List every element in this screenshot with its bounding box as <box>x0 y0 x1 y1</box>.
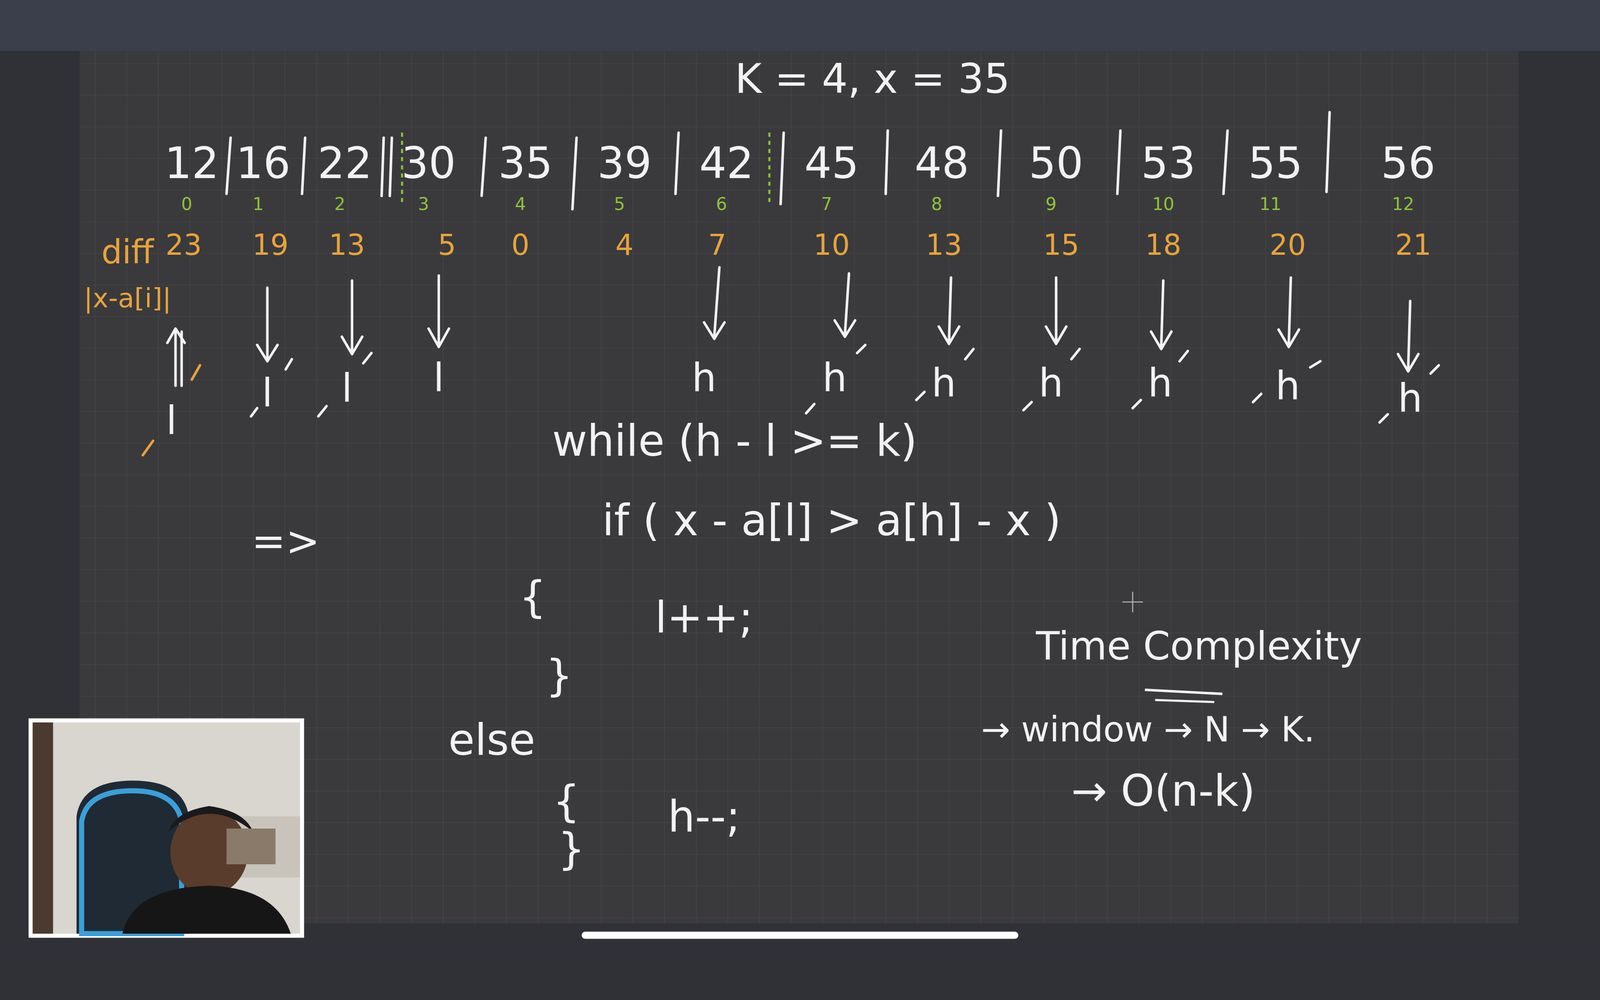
note-heading: Time Complexity <box>1035 624 1362 668</box>
array-index: 12 <box>1391 194 1414 214</box>
array-value: 22 <box>317 139 373 187</box>
high-pointer: h <box>931 361 957 405</box>
array-index: 7 <box>820 194 832 214</box>
code-line: while (h - l >= k) <box>551 417 918 465</box>
diff-value: 7 <box>708 229 727 261</box>
code-brace: { <box>519 573 547 621</box>
diff-value: 23 <box>165 229 202 261</box>
array-value: 12 <box>164 139 220 187</box>
code-line: l++; <box>654 593 753 641</box>
array-index: 9 <box>1045 194 1057 214</box>
diff-value: 4 <box>615 229 634 261</box>
array-index: 4 <box>514 194 526 214</box>
array-index: 8 <box>931 194 943 214</box>
high-pointer: h <box>1275 364 1300 408</box>
array-index: 10 <box>1152 194 1175 214</box>
diff-value: 20 <box>1269 229 1306 261</box>
diff-value: 21 <box>1395 229 1432 261</box>
array-value: 39 <box>597 139 652 187</box>
array-index: 2 <box>334 194 346 214</box>
high-pointer: h <box>1398 376 1423 420</box>
code-line: else <box>448 716 536 764</box>
high-pointer: h <box>1148 361 1173 405</box>
diff-value: 13 <box>328 229 365 261</box>
array-index: 5 <box>613 194 625 214</box>
high-pointer: h <box>822 356 848 400</box>
array-index: 0 <box>181 194 193 214</box>
array-index: 1 <box>252 194 264 214</box>
array-value: 30 <box>401 139 457 187</box>
implies-sign: => <box>251 518 320 564</box>
array-value: 16 <box>236 139 291 187</box>
low-pointer: l <box>341 366 353 410</box>
webcam-inset <box>28 718 305 939</box>
low-pointer: l <box>261 371 273 415</box>
code-brace: { <box>552 777 580 825</box>
array-value: 55 <box>1248 139 1303 187</box>
array-value: 48 <box>914 139 970 187</box>
row-label: diff <box>101 234 154 270</box>
array-value: 45 <box>804 139 860 187</box>
array-index: 3 <box>418 194 430 214</box>
array-value: 53 <box>1140 139 1196 187</box>
diff-value: 5 <box>437 229 456 261</box>
diff-value: 13 <box>925 229 962 261</box>
code-line: h--; <box>667 792 740 840</box>
low-pointer: l <box>433 356 445 400</box>
array-value: 35 <box>498 139 553 187</box>
high-pointer: h <box>1038 361 1064 405</box>
array-value: 42 <box>699 139 754 187</box>
heading-note: K = 4, x = 35 <box>734 56 1010 101</box>
diff-value: 0 <box>511 229 530 261</box>
array-index: 11 <box>1259 194 1282 214</box>
note-line: → window → N → K. <box>980 710 1315 749</box>
diff-value: 18 <box>1145 229 1182 261</box>
note-line: → O(n-k) <box>1070 767 1256 815</box>
diff-value: 10 <box>813 229 850 261</box>
code-brace: } <box>557 825 585 873</box>
row-label: |x-a[i]| <box>83 283 172 313</box>
code-line: if ( x - a[l] > a[h] - x ) <box>601 496 1061 544</box>
array-value: 50 <box>1029 139 1084 187</box>
low-pointer: l <box>166 399 178 442</box>
code-brace: } <box>545 651 573 700</box>
array-value: 56 <box>1380 139 1436 187</box>
diff-value: 19 <box>252 229 289 261</box>
diff-value: 15 <box>1042 229 1080 261</box>
high-pointer: h <box>691 356 717 400</box>
array-index: 6 <box>715 194 727 214</box>
